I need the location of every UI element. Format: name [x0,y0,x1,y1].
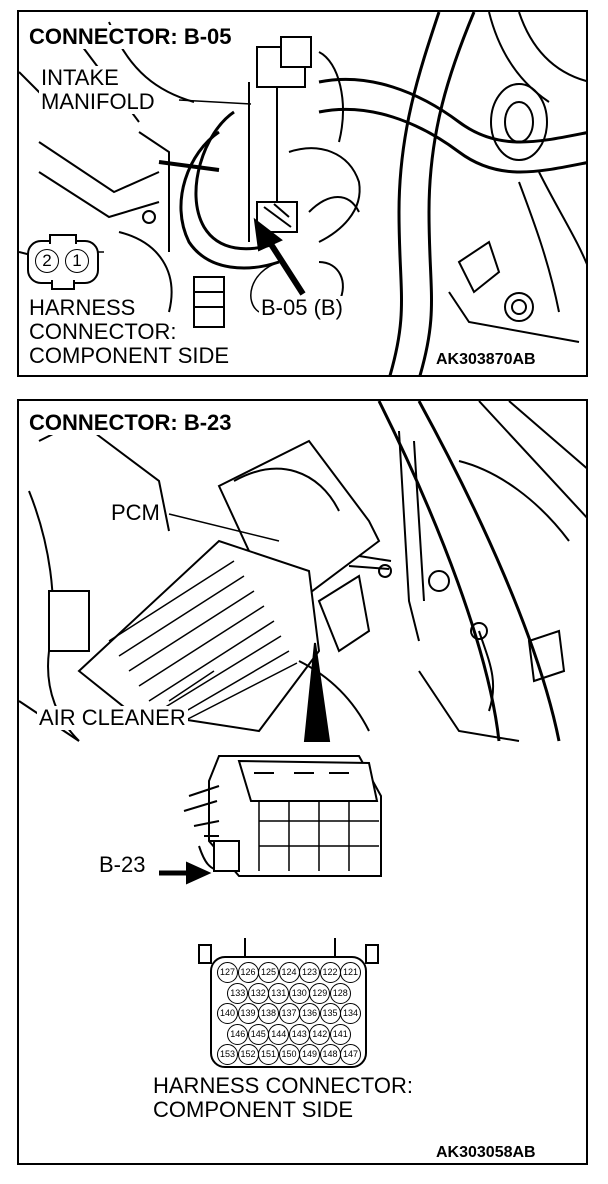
caption-line2: COMPONENT SIDE [151,1097,356,1122]
connector-pin: 136 [299,1003,320,1024]
connector-b05-panel: 2 1 CONNECTOR: B-05 INTAKE MANIFOLD HARN… [17,10,588,377]
connector-pin: 145 [247,1023,269,1045]
panel-title: CONNECTOR: B-05 [27,24,234,49]
connector-pin: 134 [340,1003,361,1024]
label-intake-manifold: INTAKE MANIFOLD [37,66,159,114]
figure-code: AK303870AB [436,351,536,369]
connector-pin: 138 [258,1003,279,1024]
connector-pin: 150 [278,1044,300,1065]
callout-b05: B-05 (B) [259,295,345,320]
connector-pin: 151 [258,1044,279,1065]
connector-pin: 141 [329,1023,351,1045]
connector-pin: 153 [217,1044,238,1065]
label-intake-line1: INTAKE [39,65,121,90]
connector-pin: 123 [299,962,320,983]
connector-pin: 132 [247,982,269,1004]
connector-pin: 148 [319,1044,341,1065]
connector-pin: 1 [65,249,89,273]
connector-pin: 129 [309,982,331,1004]
harness-line1: HARNESS [27,295,138,320]
label-intake-line2: MANIFOLD [39,89,157,114]
connector-pin: 133 [227,982,249,1004]
connector-pin: 121 [340,962,361,983]
connector-pin: 131 [268,982,290,1004]
connector-pin: 2 [35,249,59,273]
connector-pin: 144 [268,1023,290,1045]
connector-pin: 126 [237,962,259,983]
caption-line1: HARNESS CONNECTOR: [151,1073,415,1098]
connector-pin: 125 [258,962,279,983]
connector-pin: 137 [278,1003,300,1024]
label-pcm: PCM [109,500,162,525]
harness-line2: CONNECTOR: [27,319,179,344]
label-b23: B-23 [97,852,148,877]
connector-pin: 127 [217,962,238,983]
harness-label: HARNESS CONNECTOR: COMPONENT SIDE [25,296,233,368]
panel-title: CONNECTOR: B-23 [27,410,234,435]
connector-pin: 139 [237,1003,259,1024]
harness-line3: COMPONENT SIDE [27,343,232,368]
connector-pin: 149 [299,1044,320,1065]
connector-pin: 135 [319,1003,341,1024]
figure-code: AK303058AB [436,1144,536,1162]
connector-pin: 128 [329,982,351,1004]
connector-pin: 143 [288,1023,310,1045]
connector-pin: 142 [309,1023,331,1045]
connector-pin: 146 [227,1023,249,1045]
engine-bay-illustration-bottom [19,401,586,1068]
connector-pin: 122 [319,962,341,983]
connector-b05-symbol: 2 1 [27,234,99,290]
label-air-cleaner: AIR CLEANER [37,705,188,730]
connector-pin: 140 [217,1003,238,1024]
connector-pin: 130 [288,982,310,1004]
connector-pin: 124 [278,962,300,983]
connector-pin: 152 [237,1044,259,1065]
connector-pin: 147 [340,1044,361,1065]
